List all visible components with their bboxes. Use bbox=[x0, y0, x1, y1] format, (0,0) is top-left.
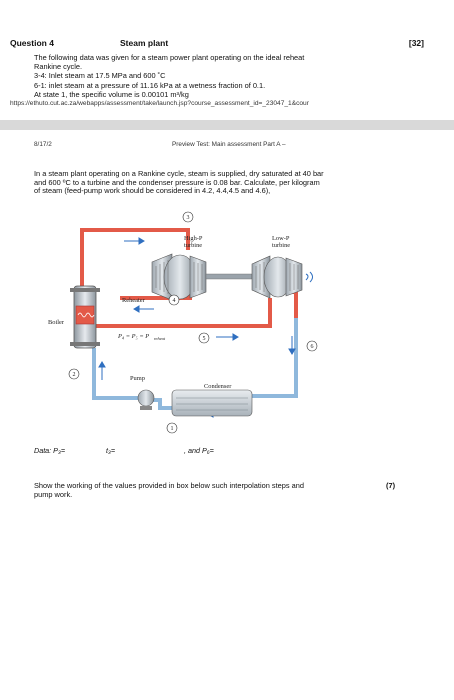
question-line: The following data was given for a steam… bbox=[34, 53, 305, 62]
pump-label: Pump bbox=[130, 375, 145, 382]
pipe-2 bbox=[92, 348, 142, 400]
arrow-icon bbox=[232, 333, 239, 341]
high-pressure-turbine bbox=[151, 253, 253, 301]
printed-page: 8/17/2 Preview Test: Main assessment Par… bbox=[0, 130, 454, 700]
print-title: Preview Test: Main assessment Part A – bbox=[172, 141, 286, 148]
pressure-subscript: reheat bbox=[154, 336, 166, 341]
reheater-label: Reheater bbox=[122, 297, 146, 304]
question-line: Rankine cycle. bbox=[34, 62, 83, 72]
condenser-label: Condenser bbox=[204, 383, 232, 390]
shaft-output-icon bbox=[305, 271, 313, 283]
question-line: 3-4: Inlet steam at 17.5 MPa and 600 ˚C bbox=[34, 71, 166, 81]
instruction-line: pump work. bbox=[34, 490, 73, 499]
boiler bbox=[70, 285, 100, 349]
problem-statement: In a steam plant operating on a Rankine … bbox=[34, 169, 394, 196]
pipe-3 bbox=[80, 228, 190, 288]
pipe-6-top bbox=[290, 290, 298, 318]
question-header: Question 4 Steam plant [32] bbox=[10, 36, 432, 50]
condenser bbox=[171, 389, 253, 417]
data-t3: t₃= bbox=[106, 446, 116, 455]
question-line: At state 1, the specific volume is 0.001… bbox=[34, 89, 189, 99]
state-6-marker bbox=[306, 340, 318, 352]
state-6-label: 6 bbox=[311, 344, 314, 350]
question-number: Question 4 bbox=[10, 38, 54, 48]
page-separator bbox=[0, 120, 454, 130]
state-4-label: 4 bbox=[173, 298, 176, 304]
data-line: Data: P₃= t₃= , and P₆= bbox=[34, 446, 334, 458]
arrow-icon bbox=[288, 348, 296, 355]
instruction-marks: (7) bbox=[386, 481, 396, 490]
hp-turbine-label: High-P bbox=[184, 235, 203, 242]
pressure-equation: P₄ = P₅ = P bbox=[117, 333, 149, 340]
question-card: Question 4 Steam plant [32] The followin… bbox=[0, 28, 454, 120]
arrow-icon bbox=[98, 361, 106, 368]
state-3-marker bbox=[182, 211, 194, 223]
problem-line: and 600 ºC to a turbine and the condense… bbox=[34, 177, 320, 187]
problem-line: of steam (feed-pump work should be consi… bbox=[34, 186, 271, 196]
question-line: 6-1: inlet steam at a pressure of 11.16 … bbox=[34, 80, 266, 90]
question-title: Steam plant bbox=[120, 38, 169, 48]
instruction-text: Show the working of the values provided … bbox=[34, 481, 364, 499]
rankine-diagram-svg: High-P turbine Low-P turbine Reheater Bo… bbox=[48, 211, 318, 434]
instruction-line: Show the working of the values provided … bbox=[34, 481, 304, 490]
data-p3: Data: P₃= bbox=[34, 446, 66, 455]
pump bbox=[137, 389, 155, 410]
state-3-label: 3 bbox=[187, 215, 190, 221]
rankine-cycle-diagram: High-P turbine Low-P turbine Reheater Bo… bbox=[40, 208, 340, 440]
pipe-6 bbox=[250, 318, 298, 398]
hp-turbine-label: turbine bbox=[184, 242, 202, 249]
lp-turbine-label: Low-P bbox=[272, 235, 290, 242]
print-date: 8/17/2 bbox=[34, 141, 52, 148]
page-url-link[interactable]: https://ethuto.cut.ac.za/webapps/assessm… bbox=[10, 100, 309, 108]
low-pressure-turbine bbox=[251, 255, 313, 299]
lp-turbine-label: turbine bbox=[272, 242, 290, 249]
state-1-marker bbox=[166, 422, 178, 434]
state-2-label: 2 bbox=[73, 372, 76, 378]
arrow-icon bbox=[133, 305, 140, 313]
state-2-marker bbox=[68, 368, 80, 380]
cold-pipes bbox=[92, 318, 298, 410]
state-4-marker bbox=[168, 294, 180, 306]
arrow-icon bbox=[138, 237, 145, 245]
boiler-label: Boiler bbox=[48, 319, 65, 326]
state-5-label: 5 bbox=[203, 336, 206, 342]
data-p6: , and P₆= bbox=[184, 446, 214, 455]
print-header: 8/17/2 Preview Test: Main assessment Par… bbox=[34, 141, 454, 151]
question-marks: [32] bbox=[408, 38, 424, 48]
state-1-label: 1 bbox=[171, 426, 174, 432]
state-5-marker bbox=[198, 332, 210, 344]
problem-line: In a steam plant operating on a Rankine … bbox=[34, 169, 324, 178]
state-markers: 3 4 5 6 2 1 bbox=[68, 211, 318, 434]
pipe-5 bbox=[88, 298, 272, 328]
pipe-1 bbox=[150, 398, 172, 410]
question-body: The following data was given for a steam… bbox=[34, 53, 432, 99]
